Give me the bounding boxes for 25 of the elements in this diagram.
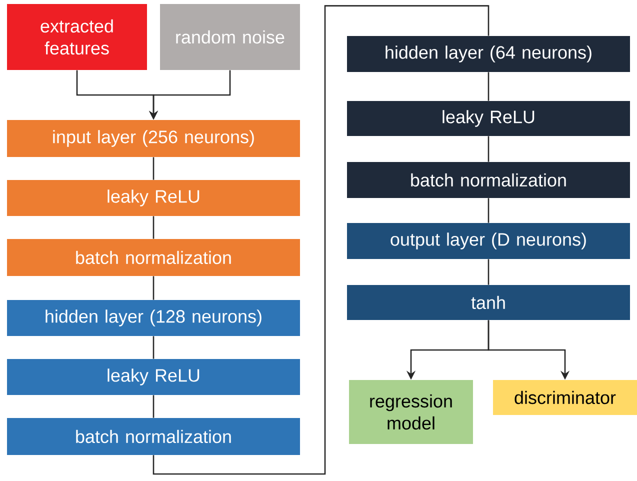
layer-box: tanh — [347, 284, 630, 320]
layer-box: hidden layer (64 neurons) — [347, 36, 630, 72]
layer-box: batch normalization — [7, 239, 300, 276]
connector-line — [152, 336, 154, 359]
connector-line — [152, 5, 490, 475]
layer-box: leaky ReLU — [7, 358, 300, 395]
connector-line — [488, 136, 490, 162]
connector-line — [488, 198, 490, 223]
connector-line — [152, 157, 154, 180]
connector-line — [152, 216, 154, 239]
layer-box: input layer (256 neurons) — [7, 120, 300, 157]
layer-box: leaky ReLU — [7, 180, 300, 216]
input-box: extracted features — [7, 4, 147, 70]
layer-box: output layer (D neurons) — [347, 222, 630, 259]
connector-line — [152, 395, 154, 418]
connector-line — [152, 276, 154, 300]
output-box: discriminator — [493, 380, 637, 415]
layer-box: batch normalization — [347, 162, 630, 198]
connector-line — [488, 72, 490, 101]
layer-box: batch normalization — [7, 418, 300, 455]
connector-line — [488, 259, 490, 285]
layer-box: leaky ReLU — [347, 101, 630, 136]
output-box: regression model — [349, 380, 473, 444]
layer-box: hidden layer (128 neurons) — [7, 300, 300, 336]
input-box: random noise — [160, 4, 300, 70]
